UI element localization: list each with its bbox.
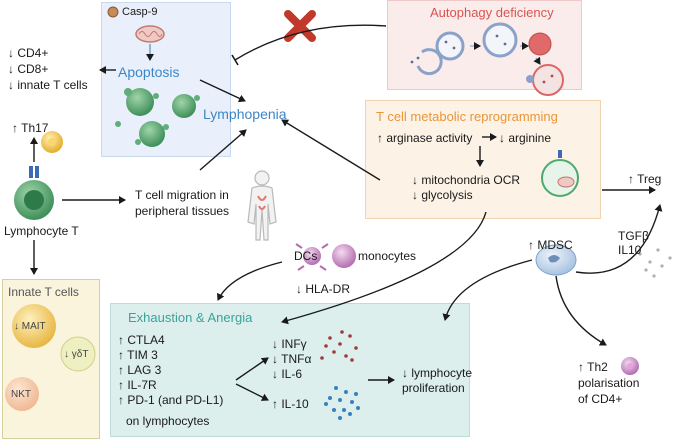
migration-line1: T cell migration in — [135, 188, 229, 202]
th2-line3: of CD4+ — [578, 392, 623, 406]
marker-il7r: ↑ IL-7R — [118, 378, 157, 392]
migration-line2: peripheral tissues — [135, 204, 230, 218]
lymphocyte-t-label: Lymphocyte T — [4, 224, 79, 238]
casp9-icon — [107, 6, 119, 18]
glycolysis-label: ↓ glycolysis — [412, 188, 473, 202]
marker-ctla4: ↑ CTLA4 — [118, 333, 165, 347]
mait-label: ↓ MAIT — [14, 321, 46, 332]
hladr-label: ↓ HLA-DR — [296, 282, 351, 296]
proliferation-line2: proliferation — [402, 381, 465, 395]
casp9-label: Casp-9 — [122, 6, 158, 18]
dc-cell — [295, 243, 329, 271]
cytokine-il6: ↓ IL-6 — [272, 367, 303, 381]
cytokine-tnfa: ↓ TNFα — [272, 352, 312, 366]
metabolic-title: T cell metabolic reprogramming — [376, 109, 558, 124]
marker-lag3: ↑ LAG 3 — [118, 363, 162, 377]
th17-label: ↑ Th17 — [12, 121, 49, 135]
autophagy-vesicles — [410, 22, 564, 96]
treg-label: ↑ Treg — [628, 172, 662, 186]
autophagy-title: Autophagy deficiency — [430, 5, 554, 20]
reduction-cd4: ↓ CD4+ — [8, 46, 49, 60]
lymphocyte-t-cell — [14, 166, 54, 220]
apoptosis-panel — [101, 2, 231, 157]
mdsc-cell — [535, 244, 577, 276]
arginase-label: ↑ arginase activity — [377, 131, 473, 145]
lymphopenia-label: Lymphopenia — [203, 106, 287, 122]
exhaustion-panel — [110, 303, 470, 437]
th2-line2: polarisation — [578, 376, 640, 390]
blocked-cross-icon — [284, 10, 316, 42]
nkt-cell — [5, 377, 39, 411]
marker-pd1: ↑ PD-1 (and PD-L1) — [118, 393, 224, 407]
mitochondrion-icon — [135, 25, 165, 43]
gdt-label: ↓ γδT — [64, 349, 89, 360]
cytokine-dots-red — [320, 330, 358, 362]
on-lymphocytes-label: on lymphocytes — [126, 414, 210, 428]
dcs-label: DCs — [294, 249, 318, 263]
proliferation-line1: ↓ lymphocyte — [402, 366, 473, 380]
human-body-icon — [247, 170, 277, 241]
reduction-cd8: ↓ CD8+ — [8, 62, 49, 76]
monocytes-label: monocytes — [358, 249, 417, 263]
ocr-label: ↓ mitochondria OCR — [412, 173, 521, 187]
monocyte-cell — [332, 244, 356, 268]
nkt-label: NKT — [11, 389, 31, 400]
exhaustion-title: Exhaustion & Anergia — [128, 310, 253, 325]
apoptotic-cells — [115, 88, 200, 147]
mdsc-label: ↑ MDSC — [528, 238, 573, 252]
metabolic-cell-icon — [541, 150, 579, 197]
th2-line1: ↑ Th2 — [578, 360, 608, 374]
reduction-innate: ↓ innate T cells — [8, 78, 88, 92]
il10-dots-blue — [324, 386, 360, 420]
arginine-label: ↓ arginine — [499, 131, 552, 145]
mait-cell — [12, 304, 56, 348]
gdt-cell — [60, 336, 96, 372]
il10-treg-label: IL10 — [618, 243, 642, 257]
innate-title: Innate T cells — [8, 285, 79, 299]
cytokine-dots-treg — [638, 248, 672, 278]
apoptosis-title: Apoptosis — [118, 64, 180, 80]
cytokine-infg: ↓ INFγ — [272, 337, 307, 351]
cytokine-il10: ↑ IL-10 — [272, 397, 309, 411]
marker-tim3: ↑ TIM 3 — [118, 348, 158, 362]
tgfb-label: TGFβ — [618, 229, 649, 243]
